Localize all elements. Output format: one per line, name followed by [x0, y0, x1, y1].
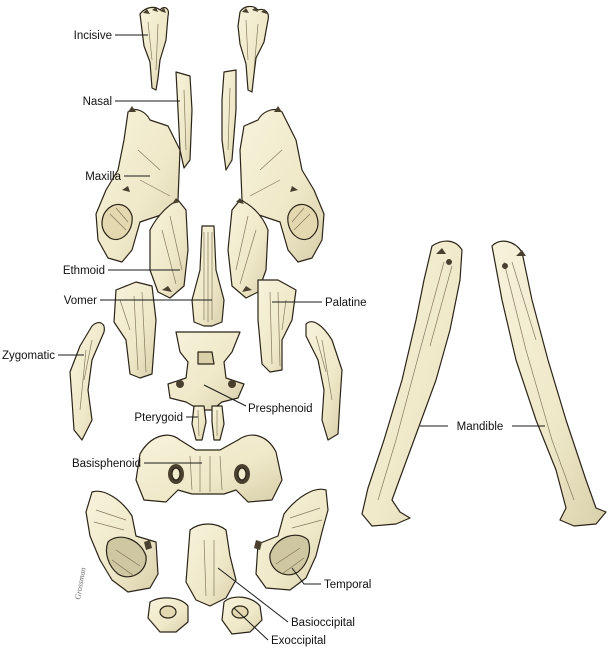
label-palatine: Palatine	[325, 297, 367, 309]
label-zygomatic: Zygomatic	[2, 350, 55, 362]
label-incisive: Incisive	[74, 30, 112, 42]
zygomatic-bone-left	[69, 322, 105, 441]
ethmoid-bone-left	[149, 198, 189, 299]
basioccipital-bone	[185, 523, 237, 607]
nasal-bone-right	[221, 69, 237, 171]
label-exoccipital: Exoccipital	[271, 635, 326, 647]
artist-signature: Grossman	[73, 567, 88, 601]
presphenoid-bone	[167, 331, 245, 411]
maxilla-bone-left	[95, 106, 181, 263]
label-basioccipital: Basioccipital	[291, 617, 355, 629]
incisive-bone-right	[237, 5, 269, 93]
leader-presphenoid	[203, 384, 247, 407]
temporal-bone-left	[85, 490, 159, 593]
label-pterygoid: Pterygoid	[134, 412, 183, 424]
label-ethmoid: Ethmoid	[63, 265, 105, 277]
vomer-bone	[191, 225, 225, 327]
zygomatic-bone-right	[305, 321, 343, 441]
leader-basioccipital	[217, 567, 289, 623]
incisive-bone-left	[139, 6, 169, 91]
pterygoid-bone-left	[191, 405, 207, 441]
label-nasal: Nasal	[83, 96, 112, 108]
label-maxilla: Maxilla	[85, 171, 121, 183]
ethmoid-bone-right	[227, 198, 269, 299]
label-vomer: Vomer	[64, 295, 97, 307]
leader-exoccipital	[233, 607, 269, 641]
labels: Incisive Nasal Maxilla Ethmoid Vomer Pal…	[2, 30, 503, 647]
label-presphenoid: Presphenoid	[248, 403, 313, 415]
nasal-bone-left	[175, 71, 193, 169]
label-basisphenoid: Basisphenoid	[72, 458, 141, 470]
palatine-bone-left	[113, 281, 157, 379]
leader-temporal	[291, 567, 321, 585]
label-mandible: Mandible	[457, 421, 504, 433]
leader-lines	[58, 34, 545, 641]
palatine-bone-right	[257, 279, 297, 373]
temporal-bone-right	[254, 488, 329, 591]
basisphenoid-bone	[135, 434, 283, 503]
mandible-left	[361, 240, 463, 527]
pterygoid-bone-right	[211, 405, 225, 441]
exoccipital-bone-left	[147, 597, 189, 633]
maxilla-bone-right	[239, 106, 325, 263]
label-temporal: Temporal	[324, 579, 371, 591]
mandible-right	[491, 240, 607, 527]
